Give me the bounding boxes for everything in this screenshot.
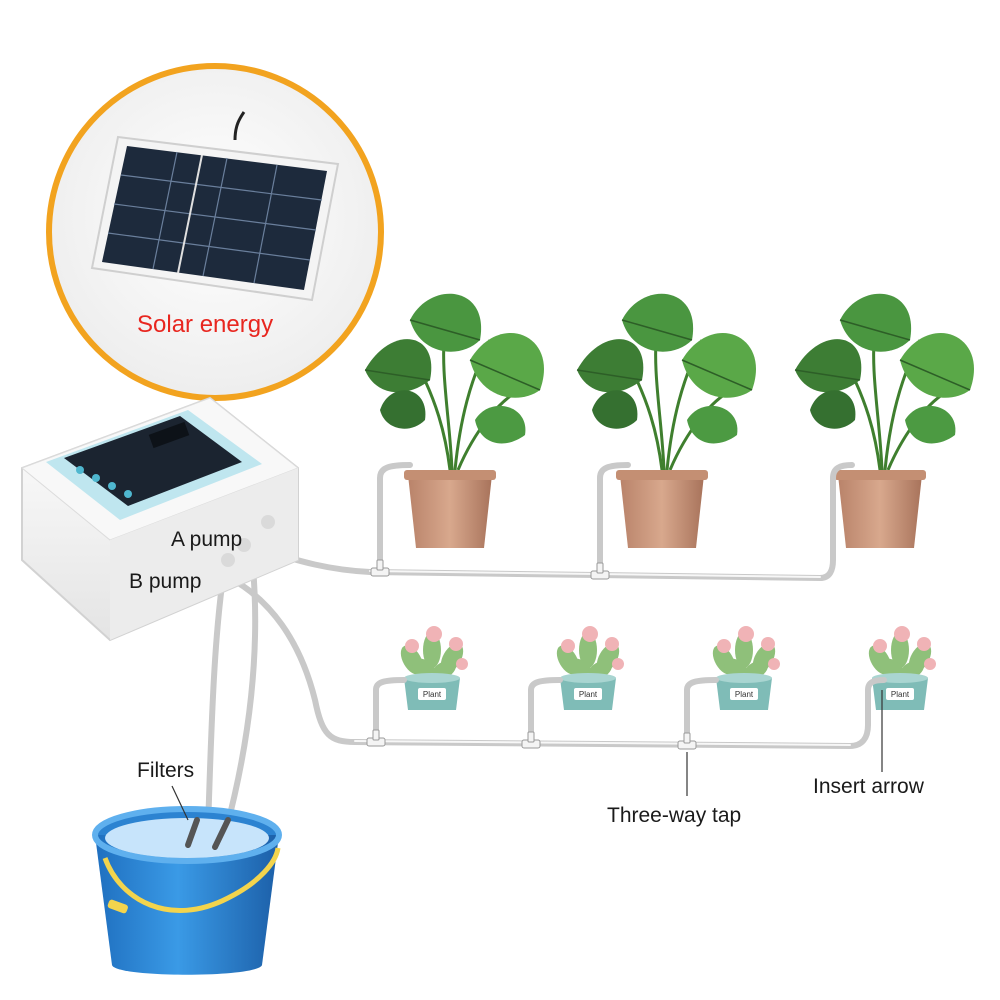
solar-energy-label: Solar energy xyxy=(137,311,274,338)
monstera-plant xyxy=(364,293,544,548)
three-way-tap-label: Three-way tap xyxy=(607,804,742,827)
pot-tag: Plant xyxy=(423,690,442,699)
b-pump-label: B pump xyxy=(129,570,202,593)
pointer-lines xyxy=(171,690,883,821)
insert-arrow-label: Insert arrow xyxy=(813,775,924,798)
small-plant-row: Plant Plant xyxy=(400,626,936,710)
filters-label: Filters xyxy=(137,759,195,782)
succulent-plant: Plant xyxy=(400,626,468,710)
pot-tag: Plant xyxy=(735,690,754,699)
water-bucket-icon xyxy=(92,806,282,975)
succulent-plant: Plant xyxy=(868,626,936,710)
solar-panel-icon xyxy=(90,111,340,302)
controller-icon xyxy=(21,396,299,642)
succulent-plant: Plant xyxy=(556,626,624,710)
large-plant-row xyxy=(364,293,974,548)
tubing xyxy=(205,462,887,833)
a-pump-label: A pump xyxy=(171,528,243,551)
pot-tag: Plant xyxy=(579,690,598,699)
solar-callout xyxy=(46,63,384,401)
pot-tag: Plant xyxy=(891,690,910,699)
succulent-plant: Plant xyxy=(712,626,780,710)
monstera-plant xyxy=(576,293,756,548)
monstera-plant xyxy=(794,293,974,548)
